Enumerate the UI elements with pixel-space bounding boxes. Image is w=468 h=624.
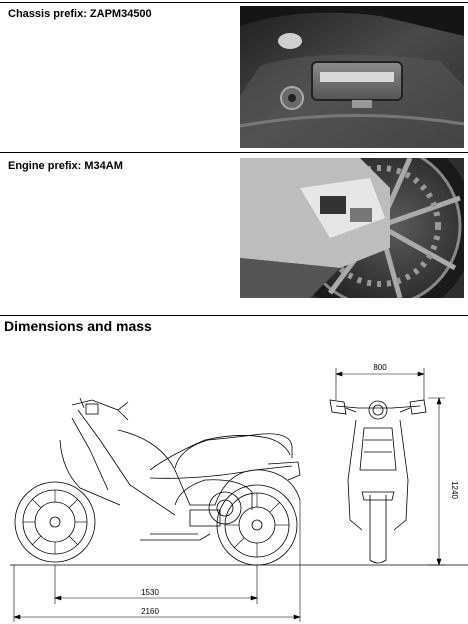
engine-prefix-label: Engine prefix: M34AM — [8, 160, 123, 172]
length-dimension-label: 2160 — [141, 607, 159, 616]
wheelbase-dimension-label: 1530 — [141, 588, 159, 597]
section-heading: Dimensions and mass — [4, 318, 152, 334]
chassis-number-photo — [240, 6, 464, 148]
top-rule — [0, 2, 468, 3]
chassis-prefix-label: Chassis prefix: ZAPM34500 — [8, 8, 152, 20]
dimension-lines — [13, 368, 445, 622]
chassis-row-rule — [0, 152, 468, 153]
height-dimension-label: 1240 — [450, 481, 459, 499]
scooter-front-view — [329, 399, 427, 564]
width-dimension-label: 800 — [373, 363, 387, 372]
engine-row-rule — [0, 315, 468, 316]
engine-number-photo — [240, 158, 464, 298]
chassis-photo-svg — [240, 6, 464, 148]
engine-photo-svg — [240, 158, 464, 298]
scooter-side-view — [10, 397, 468, 566]
